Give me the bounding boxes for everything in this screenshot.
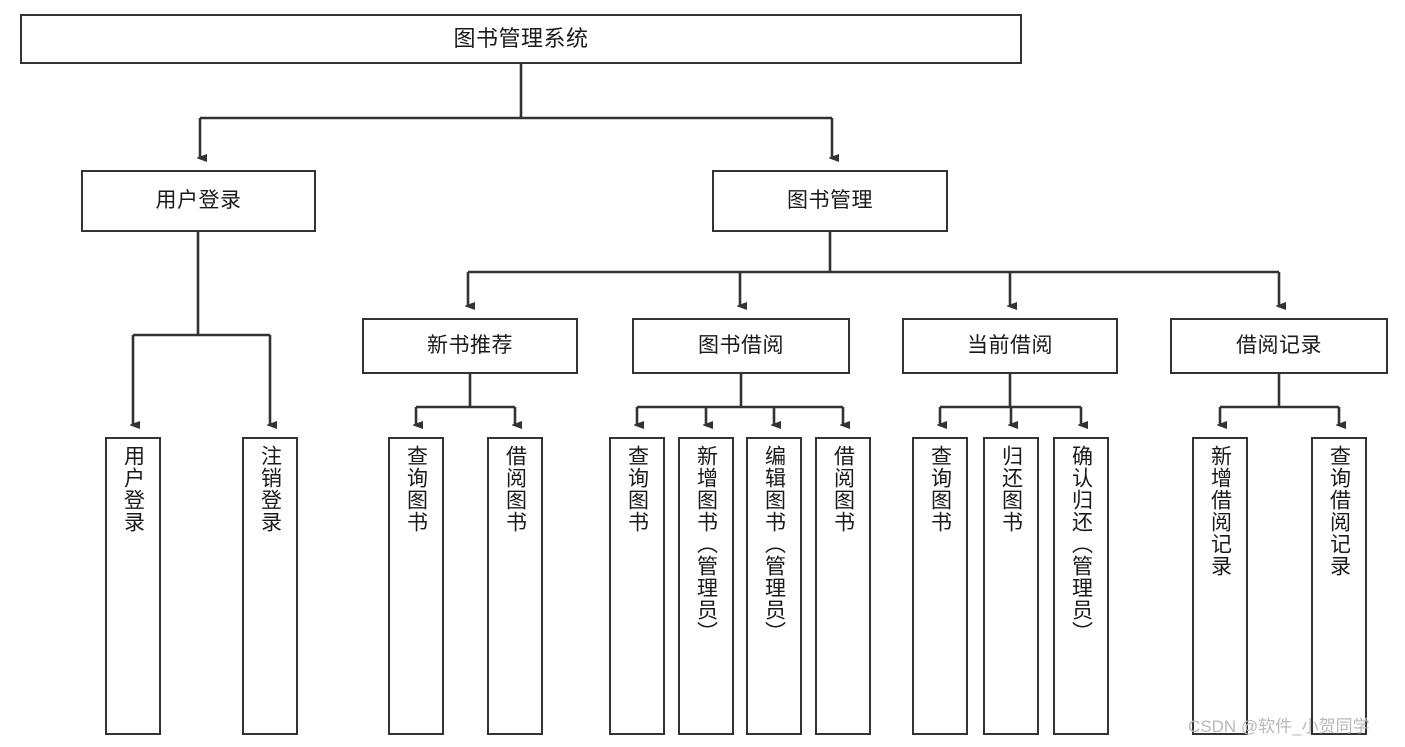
node-leaf-add-book-label: 新增图书（管理员）	[694, 445, 718, 643]
node-book-manage-label: 图书管理	[787, 188, 873, 212]
node-borrow-record[interactable]: 借阅记录	[1170, 318, 1388, 374]
node-leaf-query-book-1[interactable]: 查询图书	[388, 437, 444, 735]
node-leaf-return-book[interactable]: 归还图书	[983, 437, 1039, 735]
node-new-book-rec-label: 新书推荐	[427, 333, 513, 357]
node-book-manage[interactable]: 图书管理	[712, 170, 948, 232]
node-leaf-query-book-2[interactable]: 查询图书	[609, 437, 665, 735]
node-leaf-edit-book[interactable]: 编辑图书（管理员）	[746, 437, 802, 735]
node-book-borrow-label: 图书借阅	[698, 333, 784, 357]
node-book-borrow[interactable]: 图书借阅	[632, 318, 850, 374]
node-leaf-edit-book-label: 编辑图书（管理员）	[762, 445, 786, 643]
node-leaf-query-record-label: 查询借阅记录	[1327, 445, 1351, 577]
node-leaf-confirm-return[interactable]: 确认归还（管理员）	[1053, 437, 1109, 735]
node-leaf-add-book[interactable]: 新增图书（管理员）	[678, 437, 734, 735]
node-leaf-query-book-3-label: 查询图书	[928, 445, 952, 533]
node-user-login-label: 用户登录	[155, 188, 242, 212]
node-leaf-borrow-book-1[interactable]: 借阅图书	[487, 437, 543, 735]
node-new-book-rec[interactable]: 新书推荐	[362, 318, 578, 374]
node-leaf-query-book-3[interactable]: 查询图书	[912, 437, 968, 735]
node-leaf-add-record[interactable]: 新增借阅记录	[1192, 437, 1248, 735]
node-leaf-logout[interactable]: 注销登录	[242, 437, 298, 735]
csdn-watermark: CSDN @软件_小贺同学	[1188, 717, 1370, 736]
node-leaf-borrow-book-1-label: 借阅图书	[503, 445, 527, 533]
node-root-label: 图书管理系统	[453, 26, 589, 52]
node-leaf-user-login-label: 用户登录	[121, 445, 145, 533]
node-current-borrow[interactable]: 当前借阅	[902, 318, 1118, 374]
node-leaf-add-record-label: 新增借阅记录	[1208, 445, 1232, 577]
node-leaf-query-record[interactable]: 查询借阅记录	[1311, 437, 1367, 735]
node-leaf-query-book-1-label: 查询图书	[404, 445, 428, 533]
node-leaf-borrow-book-2-label: 借阅图书	[831, 445, 855, 533]
node-current-borrow-label: 当前借阅	[967, 333, 1053, 357]
node-leaf-return-book-label: 归还图书	[999, 445, 1023, 533]
node-leaf-query-book-2-label: 查询图书	[625, 445, 649, 533]
node-leaf-logout-label: 注销登录	[258, 445, 282, 533]
node-leaf-confirm-return-label: 确认归还（管理员）	[1069, 445, 1093, 643]
node-borrow-record-label: 借阅记录	[1236, 333, 1322, 357]
node-leaf-user-login[interactable]: 用户登录	[105, 437, 161, 735]
node-user-login[interactable]: 用户登录	[81, 170, 316, 232]
node-root[interactable]: 图书管理系统	[20, 14, 1022, 64]
node-leaf-borrow-book-2[interactable]: 借阅图书	[815, 437, 871, 735]
